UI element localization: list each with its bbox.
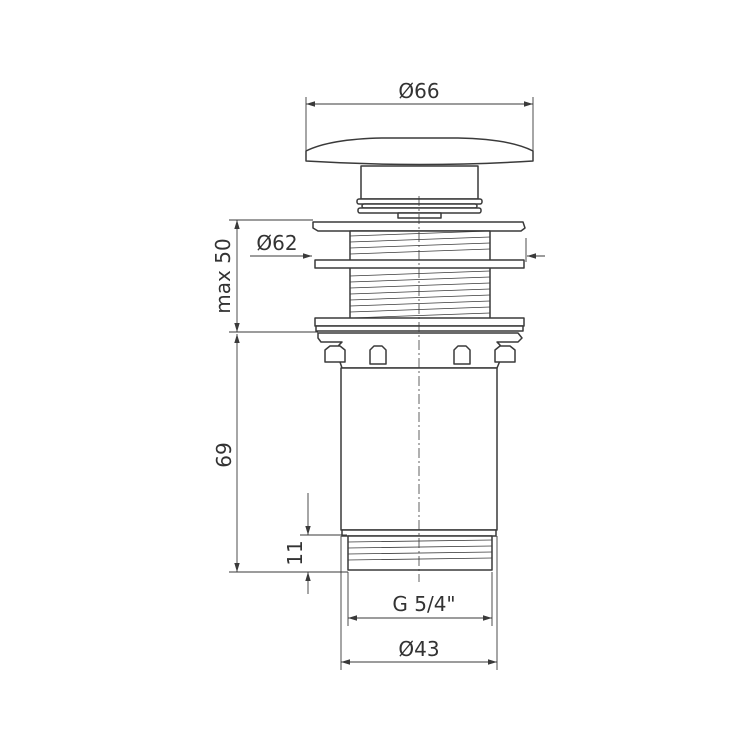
upper-washer — [314, 259, 525, 269]
nut-tooth-center-right — [453, 345, 471, 365]
cap-diameter-label: Ø66 — [398, 79, 439, 103]
body-diameter-label: Ø43 — [398, 637, 439, 661]
dimension-body-diameter: Ø43 — [340, 536, 498, 670]
tube-thread-lines — [349, 230, 491, 319]
top-flange — [312, 221, 526, 232]
spindle — [397, 212, 442, 219]
dimension-flange-diameter: Ø62 — [250, 231, 545, 262]
lock-nut — [317, 332, 523, 369]
thread-size-label: G 5/4" — [392, 592, 455, 616]
dimension-thread-size: G 5/4" — [347, 572, 493, 626]
body-length-label: 69 — [212, 442, 236, 467]
thread-length-label: 11 — [283, 540, 307, 565]
dimension-cap-diameter: Ø66 — [305, 79, 534, 158]
bottom-thread-lines — [347, 539, 493, 561]
clamp-range-label: max 50 — [211, 238, 235, 313]
dimension-thread-length: 11 — [283, 493, 347, 594]
drain-valve — [305, 137, 534, 571]
gasket — [315, 325, 524, 332]
stem — [360, 165, 479, 200]
nut-tooth-left — [324, 345, 346, 363]
dimension-clamp-range: max 50 — [211, 219, 318, 333]
flange-diameter-label: Ø62 — [256, 231, 297, 255]
dimension-body-length: 69 — [212, 334, 348, 573]
nut-tooth-right — [494, 345, 516, 363]
cap — [305, 137, 534, 166]
nut-tooth-center-left — [369, 345, 387, 365]
lower-washer — [314, 317, 525, 327]
